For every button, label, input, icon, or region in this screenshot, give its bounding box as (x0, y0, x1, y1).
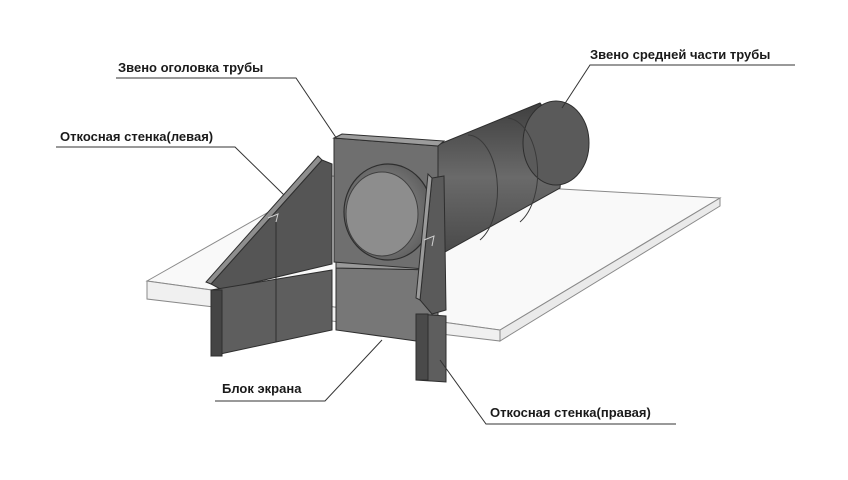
left-slope-wall (205, 155, 333, 357)
leader-left-wall (56, 146, 285, 196)
label-slope-wall-left: Откосная стенка(левая) (60, 129, 214, 144)
label-middle-link: Звено средней части трубы (590, 47, 771, 62)
ground-slab-side (499, 197, 721, 342)
leader-middle-link (561, 64, 795, 109)
label-head-link: Звено оголовка трубы (118, 60, 264, 75)
leader-right-wall (439, 359, 676, 425)
leader-head-link (116, 77, 338, 140)
label-screen-block: Блок экрана (222, 381, 302, 396)
label-slope-wall-right: Откосная стенка(правая) (490, 405, 651, 420)
head-pipe-link (332, 133, 446, 271)
middle-pipe-link (429, 100, 590, 253)
right-slope-wall (415, 172, 447, 383)
leader-screen-block (215, 339, 383, 402)
